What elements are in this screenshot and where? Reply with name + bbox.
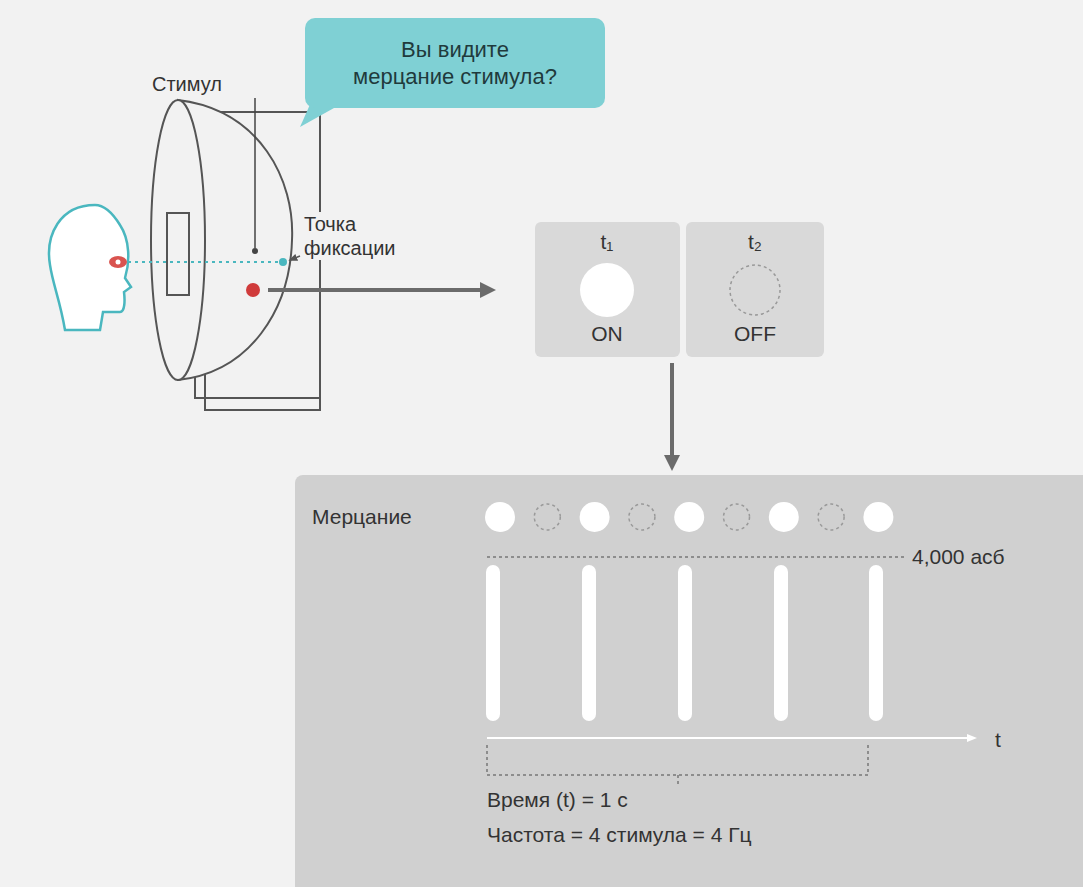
- flicker-off: [534, 504, 560, 530]
- bowl-rim: [151, 100, 205, 380]
- leader-line: [254, 98, 256, 248]
- fixation-label: Точка фиксации: [302, 212, 406, 260]
- stimulus-off: [730, 265, 780, 315]
- flicker-on: [769, 502, 799, 532]
- pulse-bar: [486, 565, 500, 721]
- speech-bubble: Вы видите мерцание стимула?: [305, 18, 605, 108]
- flicker-on: [580, 502, 610, 532]
- flicker-off: [629, 504, 655, 530]
- gaze-line: [128, 261, 278, 263]
- flicker-on: [485, 502, 515, 532]
- stimulus-label: Стимул: [150, 72, 224, 96]
- flicker-label: Мерцание: [312, 505, 412, 529]
- luminance-level: [487, 556, 905, 558]
- flicker-panel: Мерцание 4,000 асб tВремя (t) = 1 с Частота…: [295, 475, 1083, 887]
- flicker-on: [674, 502, 704, 532]
- head-outline: [49, 205, 131, 330]
- chin-rest: [167, 213, 189, 295]
- state-box: [686, 222, 824, 357]
- state-time: t₁: [601, 230, 614, 254]
- state-box: [535, 222, 680, 357]
- speech-bubble: [305, 18, 605, 108]
- state-time: t₂: [748, 230, 762, 254]
- time-axis: [487, 737, 972, 739]
- flicker-panel: [295, 475, 1083, 887]
- flow-arrow: [268, 288, 488, 292]
- flicker-on: [863, 502, 893, 532]
- question-text: Вы видите мерцание стимула?: [325, 36, 585, 90]
- pulse-bar: [774, 565, 788, 721]
- state-label: ON: [591, 322, 623, 346]
- stimulus-dot: [252, 248, 258, 254]
- flicker-off: [818, 504, 844, 530]
- flicker-circles: [485, 502, 893, 532]
- frequency-label: Частота = 4 стимула = 4 Гц: [487, 823, 752, 847]
- flow-arrow: [670, 363, 674, 463]
- luminance-label: 4,000 асб: [912, 545, 1005, 569]
- leader-line: [290, 256, 300, 260]
- pulse-bar: [678, 565, 692, 721]
- time-label: Время (t) = 1 с: [487, 788, 628, 812]
- pulse-bars: [486, 565, 883, 721]
- fixation-point: [279, 258, 287, 266]
- state-box: t₁ ON: [535, 222, 680, 357]
- state-label: OFF: [734, 322, 776, 346]
- device-base: [195, 372, 320, 398]
- axis-label: t: [995, 728, 1001, 752]
- pulse-bar: [869, 565, 883, 721]
- eye: [109, 256, 127, 268]
- stimulus-red-dot: [246, 283, 260, 297]
- stimulus-on: [580, 263, 634, 317]
- state-box: t₂ OFF: [686, 222, 824, 357]
- pupil: [116, 260, 121, 265]
- pulse-bar: [582, 565, 596, 721]
- time-bracket: [487, 745, 868, 786]
- flicker-off: [724, 504, 750, 530]
